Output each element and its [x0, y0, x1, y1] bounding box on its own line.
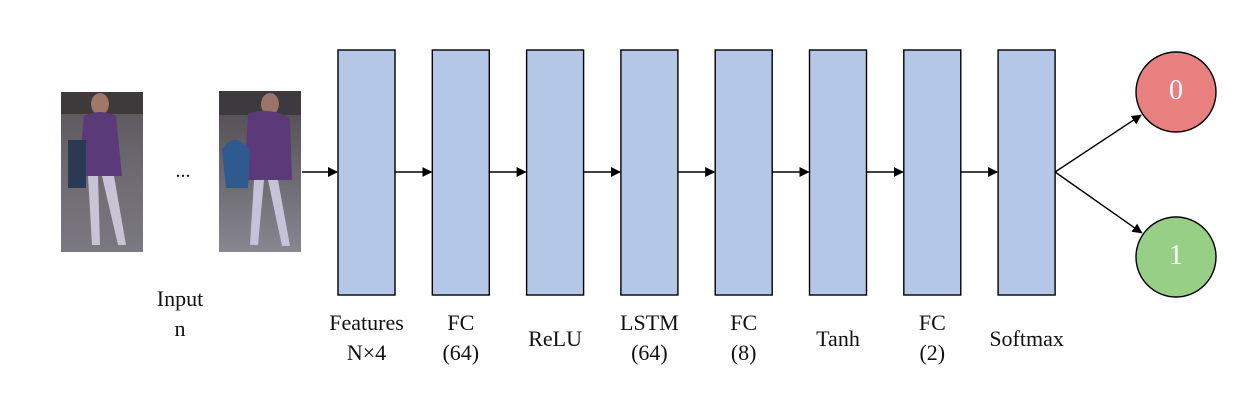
input-label-line1: Input — [156, 286, 204, 311]
layer-block — [808, 49, 868, 296]
input-label-line2: n — [174, 316, 186, 341]
layer-label: Softmax — [972, 324, 1082, 354]
layer-label: LSTM (64) — [594, 308, 704, 368]
input-label: Input n — [130, 284, 230, 344]
layer-label-line1: Features — [329, 310, 404, 335]
layer-label-line2: (8) — [730, 340, 757, 365]
layer-block — [997, 49, 1056, 296]
layer-label-line2: (64) — [442, 340, 480, 365]
output-arrow — [1054, 114, 1142, 173]
layer-label: FC (64) — [406, 308, 516, 368]
output-arrow — [1054, 171, 1143, 234]
layer-label-line1: FC — [447, 310, 475, 335]
layer-label: ReLU — [500, 324, 610, 354]
layer-block — [903, 49, 962, 296]
layer-label-line1: LSTM — [620, 310, 679, 335]
layer-label-line1: Tanh — [816, 326, 860, 351]
layer-label-line1: Softmax — [989, 326, 1064, 351]
output-node — [1135, 51, 1217, 133]
frames-ellipsis: ... — [175, 160, 191, 182]
layer-label: Tanh — [783, 324, 893, 354]
layer-label: FC (2) — [877, 308, 987, 368]
layer-label: FC (8) — [689, 308, 799, 368]
layer-label-line2: (64) — [631, 340, 668, 365]
layer-label-line2: (2) — [919, 340, 946, 365]
output-node-label: 0 — [1169, 75, 1183, 106]
layer-block — [431, 49, 490, 296]
output-node — [1135, 216, 1217, 298]
input-frame-first — [61, 92, 143, 252]
layer-block — [714, 49, 773, 296]
layer-block — [525, 49, 585, 296]
layer-label-line1: ReLU — [528, 326, 582, 351]
layer-label-line2: N×4 — [346, 340, 387, 365]
input-frame-last — [219, 91, 301, 252]
layer-block — [620, 49, 679, 296]
layer-label-line1: FC — [730, 310, 758, 335]
layer-label-line1: FC — [918, 310, 946, 335]
layer-block — [337, 49, 396, 296]
output-node-label: 1 — [1169, 240, 1183, 271]
output-nodes — [1054, 51, 1217, 298]
